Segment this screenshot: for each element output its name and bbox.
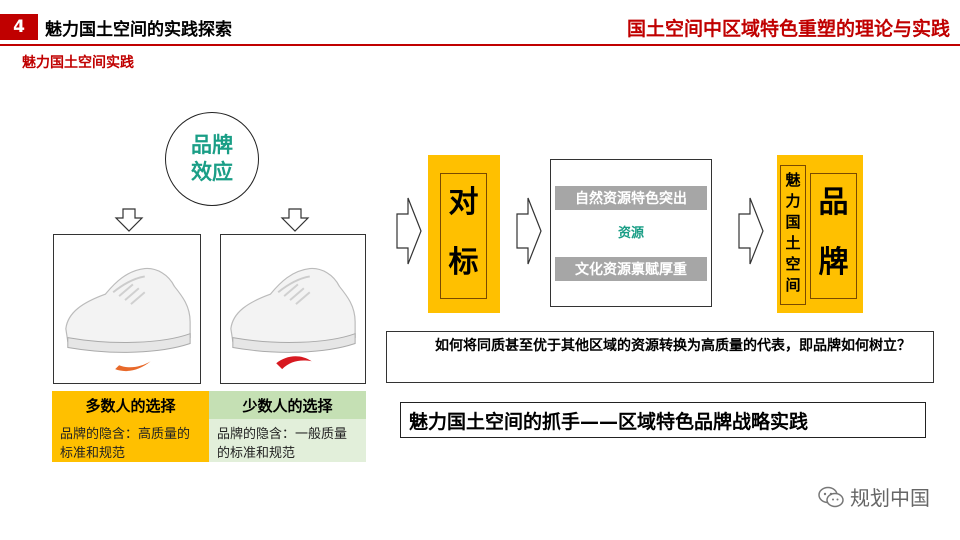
resource-cultural: 文化资源禀赋厚重 xyxy=(555,257,707,281)
charm-char: 国 xyxy=(785,213,801,231)
benchmark-char-1: 对 xyxy=(448,185,479,220)
charm-char: 魅 xyxy=(785,171,801,189)
sneaker-icon xyxy=(230,267,356,370)
brand-char-2: 牌 xyxy=(818,245,849,280)
resource-label: 资源 xyxy=(617,225,644,241)
choice-majority-head: 多数人的选择 xyxy=(52,391,209,419)
question-box: 如何将同质甚至优于其他区域的资源转换为高质量的代表，即品牌如何树立？ xyxy=(386,331,934,383)
charm-char: 力 xyxy=(785,192,801,210)
down-arrow-icon xyxy=(280,208,310,232)
brand-char-1: 品 xyxy=(818,185,849,220)
strategy-box: 魅力国土空间的抓手——区域特色品牌战略实践 xyxy=(400,402,926,438)
sneaker-icon xyxy=(65,267,191,372)
shoe-image-brand-a xyxy=(53,234,201,384)
resource-natural: 自然资源特色突出 xyxy=(555,186,707,210)
charm-char: 间 xyxy=(785,276,801,294)
swoosh-logo xyxy=(115,361,151,372)
section-title: 魅力国土空间的实践探索 xyxy=(45,19,232,40)
right-arrow-icon xyxy=(516,197,542,265)
header-divider xyxy=(0,44,960,46)
brand-logo xyxy=(276,356,312,370)
charm-char: 空 xyxy=(785,255,801,273)
down-arrow-icon xyxy=(114,208,144,232)
charm-char: 土 xyxy=(785,234,801,252)
choice-minority-head: 少数人的选择 xyxy=(209,391,366,419)
watermark: 规划中国 xyxy=(818,482,930,511)
brand-effect-circle: 品牌 效应 xyxy=(165,112,259,206)
choice-majority-body: 品牌的隐含：高质量的标准和规范 xyxy=(52,419,209,462)
choice-minority-body: 品牌的隐含：一般质量的标准和规范 xyxy=(209,419,366,462)
right-arrow-icon xyxy=(738,197,764,265)
shoe-image-brand-b xyxy=(220,234,366,384)
brand-block: 魅 力 国 土 空 间 品 牌 xyxy=(777,155,863,313)
circle-line-1: 品牌 xyxy=(191,133,233,157)
section-number: 4 xyxy=(0,14,38,40)
resources-box: 自然资源特色突出 资源 文化资源禀赋厚重 xyxy=(550,159,712,307)
watermark-text: 规划中国 xyxy=(850,486,930,510)
circle-line-2: 效应 xyxy=(191,160,233,184)
right-arrow-icon xyxy=(396,197,422,265)
page-subtitle: 魅力国土空间实践 xyxy=(22,55,134,71)
benchmark-char-2: 标 xyxy=(448,245,479,280)
presentation-title: 国土空间中区域特色重塑的理论与实践 xyxy=(626,17,950,40)
benchmark-inner: 对 标 xyxy=(440,173,487,299)
charm-space-vertical: 魅 力 国 土 空 间 xyxy=(780,165,806,305)
brand-inner: 品 牌 xyxy=(810,173,857,299)
wechat-icon xyxy=(818,486,844,507)
benchmark-block: 对 标 xyxy=(428,155,500,313)
